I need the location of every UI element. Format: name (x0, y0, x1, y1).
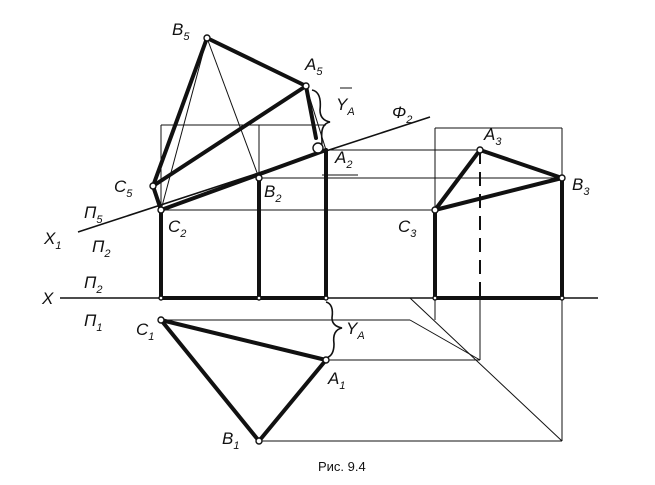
point-b5 (203, 34, 211, 42)
label-b5: B5 (172, 20, 190, 43)
label-pi2-upper: Π2 (92, 237, 110, 260)
points (149, 34, 566, 445)
label-pi1: Π1 (84, 311, 102, 334)
label-ya-top: YA (336, 95, 355, 118)
label-a5: A5 (304, 55, 323, 78)
point-x-c (158, 295, 164, 301)
point-x-b3 (559, 295, 565, 301)
label-x: X (41, 289, 54, 308)
point-b1 (255, 437, 263, 445)
label-c1: C1 (136, 320, 154, 343)
label-c3: C3 (398, 217, 417, 240)
label-x1: X1 (43, 229, 61, 252)
label-b1: B1 (222, 429, 239, 452)
point-b3 (558, 174, 566, 182)
point-a5 (302, 82, 310, 90)
label-a2: A2 (334, 148, 352, 171)
point-c3 (431, 206, 439, 214)
point-x-c3 (432, 295, 438, 301)
label-a1: A1 (327, 369, 345, 392)
label-b3: B3 (572, 175, 590, 198)
point-a1 (322, 356, 330, 364)
point-a2 (312, 142, 324, 154)
point-x-a (323, 295, 329, 301)
label-c2: C2 (168, 217, 186, 240)
point-c1 (157, 316, 165, 324)
label-pi5: Π5 (84, 203, 103, 226)
point-b2 (255, 174, 263, 182)
label-ya-bottom: YA (346, 319, 365, 342)
label-b2: B2 (264, 182, 281, 205)
label-c5: C5 (114, 177, 133, 200)
labels: B5 A5 YA Φ2 A3 B3 C5 A2 B2 X1 Π5 C2 C3 Π… (41, 20, 590, 452)
label-a3: A3 (483, 125, 502, 148)
point-a3 (476, 146, 484, 154)
figure-caption: Рис. 9.4 (318, 459, 366, 474)
object-edges (151, 36, 564, 443)
point-x-b (256, 295, 262, 301)
point-c2 (157, 206, 165, 214)
label-phi2: Φ2 (392, 103, 412, 126)
label-pi2-lower: Π2 (84, 273, 102, 296)
point-c5 (149, 182, 157, 190)
